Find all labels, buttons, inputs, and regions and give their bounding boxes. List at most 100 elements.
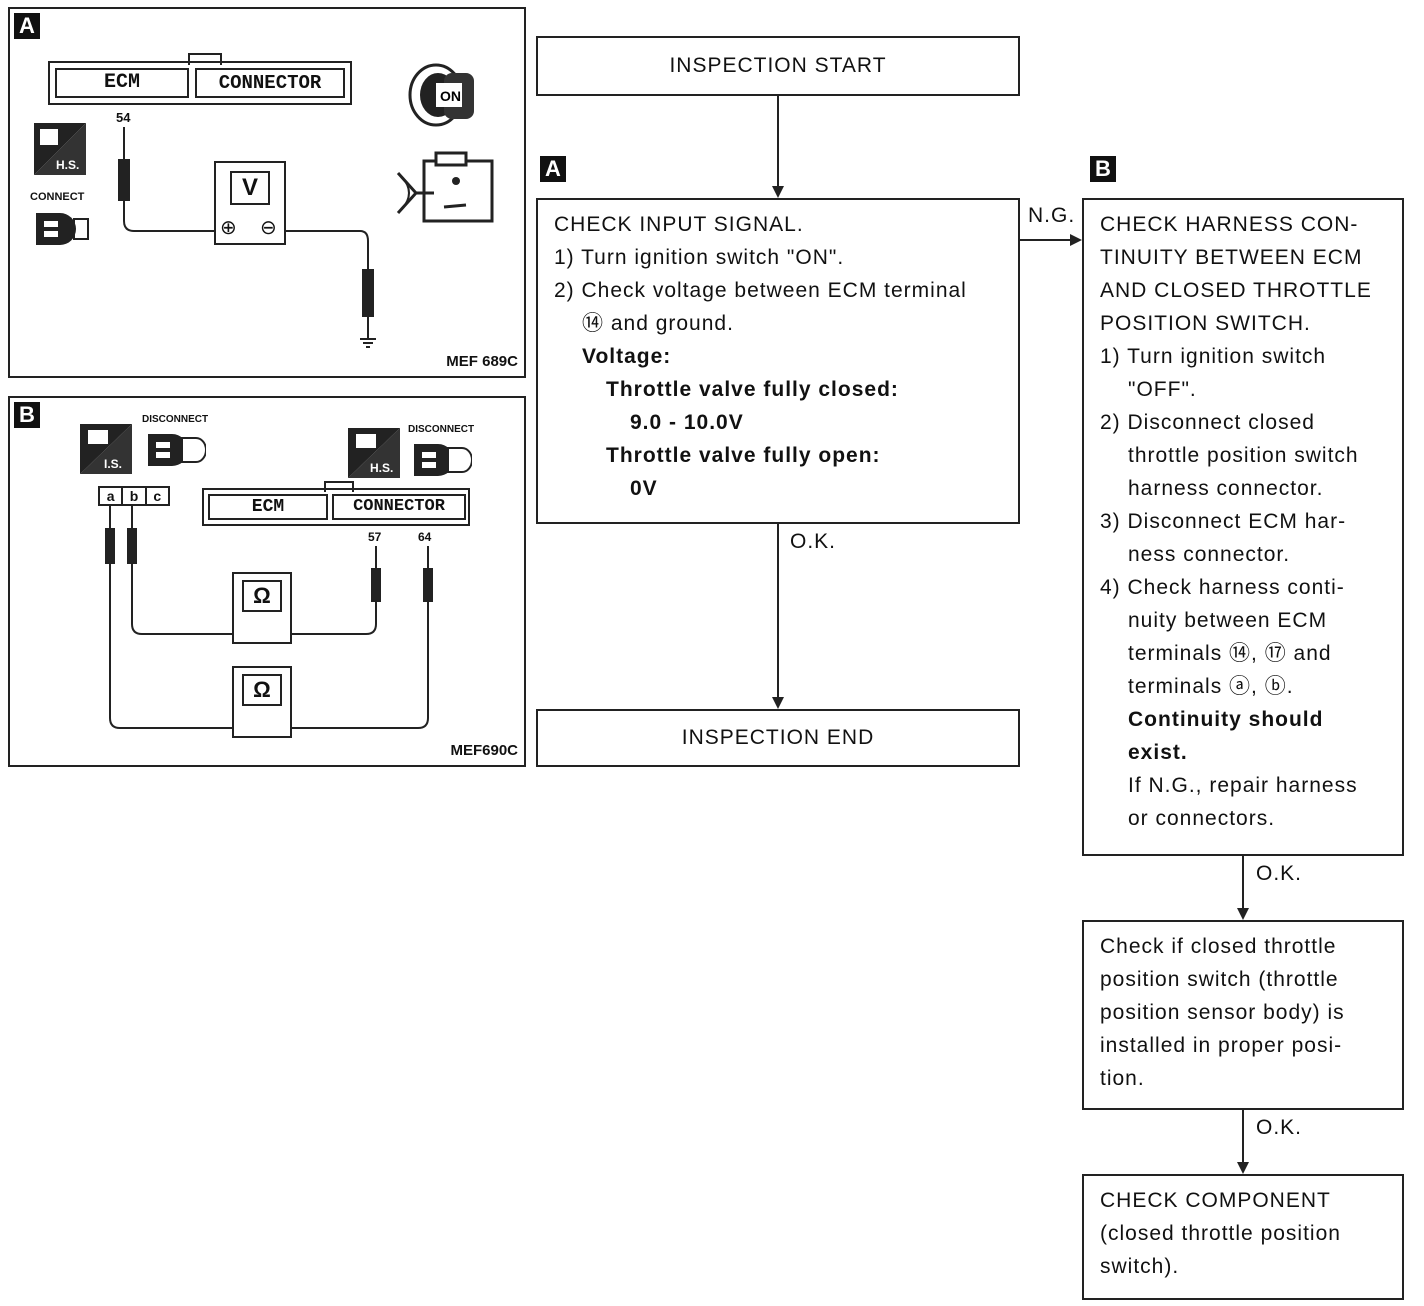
svg-text:H.S.: H.S.	[56, 158, 79, 172]
check-b-s2b: throttle position switch	[1128, 444, 1359, 467]
terminal-57: 57	[368, 530, 382, 544]
arrow-down	[772, 186, 784, 198]
svg-text:I.S.: I.S.	[104, 457, 122, 471]
ecm-connector: ECM CONNECTOR	[48, 53, 352, 105]
is-icon-left: I.S.	[80, 424, 132, 479]
check-b-cont1: Continuity should	[1128, 708, 1324, 731]
ok-line-3	[1242, 1110, 1244, 1164]
connector-label-b: CONNECTOR	[332, 494, 466, 520]
check-b-if2: or connectors.	[1128, 807, 1276, 830]
check-a-step2b: ⑭ and ground.	[582, 312, 734, 335]
check-d-l3: switch).	[1100, 1255, 1180, 1278]
check-a-title: CHECK INPUT SIGNAL.	[554, 213, 804, 236]
is-icon-right: H.S.	[348, 428, 400, 483]
check-b-s2c: harness connector.	[1128, 477, 1324, 500]
ok-line-1	[777, 524, 779, 698]
voltmeter: V ⊕ ⊖	[214, 161, 286, 245]
check-b-s4a: 4) Check harness conti-	[1100, 576, 1345, 599]
check-a-voltage: Voltage:	[582, 345, 672, 368]
ecm-connector-b: ECM CONNECTOR	[202, 481, 470, 526]
ok-arrow-1	[772, 697, 784, 709]
ok-label-3: O.K.	[1256, 1116, 1303, 1139]
ok-arrow-3	[1237, 1162, 1249, 1174]
inspection-end-box: INSPECTION END	[536, 709, 1020, 767]
ng-arrow	[1070, 234, 1082, 246]
check-c-l4: installed in proper posi-	[1100, 1034, 1343, 1057]
check-b-s4b: nuity between ECM	[1128, 609, 1328, 632]
check-a-closed: Throttle valve fully closed:	[606, 378, 899, 401]
figure-id-a: MEF 689C	[446, 353, 518, 370]
check-c-l5: tion.	[1100, 1067, 1145, 1090]
check-a-open: Throttle valve fully open:	[606, 444, 881, 467]
check-c-l1: Check if closed throttle	[1100, 935, 1337, 958]
disconnect-label-1: DISCONNECT	[142, 414, 209, 425]
pin-b: b	[123, 488, 147, 504]
check-d-l1: CHECK COMPONENT	[1100, 1189, 1331, 1212]
check-b-s4d: terminals ⓐ, ⓑ.	[1128, 675, 1294, 698]
plus-terminal: ⊕	[220, 217, 237, 239]
ok-arrow-2	[1237, 908, 1249, 920]
check-a-open-value: 0V	[630, 477, 658, 500]
check-harness-box: CHECK HARNESS CON- TINUITY BETWEEN ECM A…	[1082, 198, 1404, 856]
panel-b-label: B	[14, 402, 40, 428]
panel-a-label: A	[14, 13, 40, 39]
flow-label-a: A	[540, 156, 566, 182]
check-b-s3a: 3) Disconnect ECM har-	[1100, 510, 1347, 533]
check-d-l2: (closed throttle position	[1100, 1222, 1341, 1245]
terminal-54: 54	[116, 110, 131, 125]
svg-text:H.S.: H.S.	[370, 461, 393, 475]
switch-connector: a b c	[98, 486, 170, 506]
connect-label: CONNECT	[30, 191, 85, 203]
disconnect-plug-icon-1	[144, 428, 207, 477]
svg-text:ON: ON	[440, 88, 461, 104]
check-b-s1a: 1) Turn ignition switch	[1100, 345, 1327, 368]
ohmmeter-1: Ω	[232, 572, 292, 644]
ok-label-2: O.K.	[1256, 862, 1303, 885]
check-b-l3: AND CLOSED THROTTLE	[1100, 279, 1372, 302]
ohmmeter-1-label: Ω	[242, 580, 282, 612]
check-b-s1b: "OFF".	[1128, 378, 1197, 401]
check-b-l2: TINUITY BETWEEN ECM	[1100, 246, 1363, 269]
panel-b: B I.S. DISCONNECT H.S. DISCONNECT a b c …	[8, 396, 526, 767]
ecm-label: ECM	[55, 68, 189, 98]
inspection-start-label: INSPECTION START	[669, 54, 887, 77]
check-b-if1: If N.G., repair harness	[1128, 774, 1358, 797]
check-input-signal-box: CHECK INPUT SIGNAL. 1) Turn ignition swi…	[536, 198, 1020, 524]
flow-label-b: B	[1090, 156, 1116, 182]
connector-line	[777, 96, 779, 188]
check-a-closed-value: 9.0 - 10.0V	[630, 411, 744, 434]
minus-terminal: ⊖	[260, 217, 277, 239]
disconnect-label-2: DISCONNECT	[408, 424, 475, 435]
ok-label-1: O.K.	[790, 530, 837, 553]
connector-label: CONNECTOR	[195, 68, 345, 98]
check-b-s2a: 2) Disconnect closed	[1100, 411, 1315, 434]
check-a-step1: 1) Turn ignition switch "ON".	[554, 246, 845, 269]
ecm-label-b: ECM	[208, 494, 328, 520]
inspection-end-label: INSPECTION END	[681, 726, 875, 749]
connector-plug-icon	[30, 207, 92, 256]
voltmeter-label: V	[230, 171, 270, 205]
pin-a: a	[100, 488, 124, 504]
ng-label: N.G.	[1028, 204, 1076, 227]
disconnect-plug-icon-2	[410, 438, 473, 487]
ohmmeter-2: Ω	[232, 666, 292, 738]
ohmmeter-2-label: Ω	[242, 674, 282, 706]
check-position-box: Check if closed throttle position switch…	[1082, 920, 1404, 1110]
engine-icon	[394, 149, 502, 238]
ng-line	[1020, 239, 1072, 241]
ignition-key-icon: ON	[406, 61, 482, 132]
check-b-s3b: ness connector.	[1128, 543, 1291, 566]
check-b-cont2: exist.	[1128, 741, 1188, 764]
panel-a-wiring	[118, 127, 376, 348]
figure-id-b: MEF690C	[450, 742, 518, 759]
pin-c: c	[153, 488, 162, 504]
panel-a: A ECM CONNECTOR 54 H.S. CONNECT V ⊕ ⊖ ON	[8, 7, 526, 378]
hs-icon: H.S.	[34, 123, 86, 175]
check-c-l3: position sensor body) is	[1100, 1001, 1345, 1024]
check-b-l4: POSITION SWITCH.	[1100, 312, 1311, 335]
ok-line-2	[1242, 856, 1244, 910]
terminal-64: 64	[418, 530, 432, 544]
check-component-box: CHECK COMPONENT (closed throttle positio…	[1082, 1174, 1404, 1300]
check-a-step2a: 2) Check voltage between ECM terminal	[554, 279, 967, 302]
inspection-start-box: INSPECTION START	[536, 36, 1020, 96]
